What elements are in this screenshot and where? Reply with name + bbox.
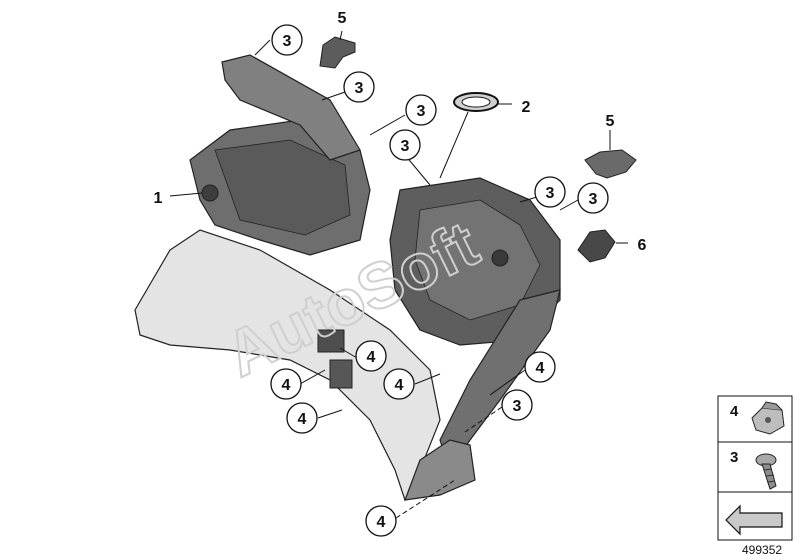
callout-label: 4 (367, 349, 376, 366)
grommet-ring-part (453, 92, 499, 112)
callout-label: 3 (513, 398, 522, 415)
callout-label: 4 (395, 377, 404, 394)
callout-label: 3 (589, 191, 598, 208)
callout-circle (501, 389, 533, 421)
callout-label: 3 (546, 185, 555, 202)
callout-circle (383, 368, 415, 400)
callout-label: 4 (377, 514, 386, 531)
callout-label: 3 (283, 33, 292, 50)
callout-label: 4 (298, 411, 307, 428)
legend-box: 4 3 (717, 395, 793, 541)
callout-label: 5 (606, 113, 615, 130)
callout-11: 6 (638, 237, 647, 254)
callout-label: 4 (536, 360, 545, 377)
callout-label: 3 (355, 80, 364, 97)
callout-2: 5 (338, 10, 347, 27)
legend-item-label-1: 4 (730, 403, 739, 420)
callout-15: 4 (524, 351, 556, 383)
callout-label: 1 (154, 190, 163, 207)
expansion-rivet-part-right (584, 149, 637, 179)
callout-circle (577, 182, 609, 214)
callout-label: 3 (417, 103, 426, 120)
navigation-arrow-icon[interactable] (725, 504, 783, 536)
leader-lines (169, 30, 628, 519)
callout-18: 4 (365, 505, 397, 537)
callout-label: 2 (522, 99, 531, 116)
callout-12: 4 (355, 340, 387, 372)
callout-label: 5 (338, 10, 347, 27)
callout-label: 3 (401, 138, 410, 155)
callout-circle (365, 505, 397, 537)
callout-6: 3 (389, 129, 421, 161)
callout-circle (343, 71, 375, 103)
callout-circle (534, 176, 566, 208)
legend-item-label-2: 3 (730, 449, 738, 466)
callout-4: 3 (405, 94, 437, 126)
callout-8: 1 (154, 190, 163, 207)
clip-nut-icon (751, 401, 785, 435)
cockpit-carrier-part (134, 54, 561, 502)
callout-3: 3 (343, 71, 375, 103)
callout-circle (389, 129, 421, 161)
callout-label: 4 (282, 377, 291, 394)
screw-icon (755, 453, 777, 490)
callout-circle (355, 340, 387, 372)
callout-10: 3 (577, 182, 609, 214)
callout-14: 4 (383, 368, 415, 400)
callout-17: 3 (501, 389, 533, 421)
callout-16: 4 (286, 402, 318, 434)
callout-circle (271, 24, 303, 56)
callout-9: 3 (534, 176, 566, 208)
callout-circle (286, 402, 318, 434)
callout-1: 3 (271, 24, 303, 56)
expansion-rivet-part-top (319, 36, 356, 69)
reference-number: 499352 (742, 543, 782, 557)
callout-circle (524, 351, 556, 383)
callout-13: 4 (270, 368, 302, 400)
screw-plug-part (577, 229, 616, 263)
callout-label: 6 (638, 237, 647, 254)
callout-7: 5 (606, 113, 615, 130)
callout-circle (405, 94, 437, 126)
callout-5: 2 (522, 99, 531, 116)
callout-circle (270, 368, 302, 400)
